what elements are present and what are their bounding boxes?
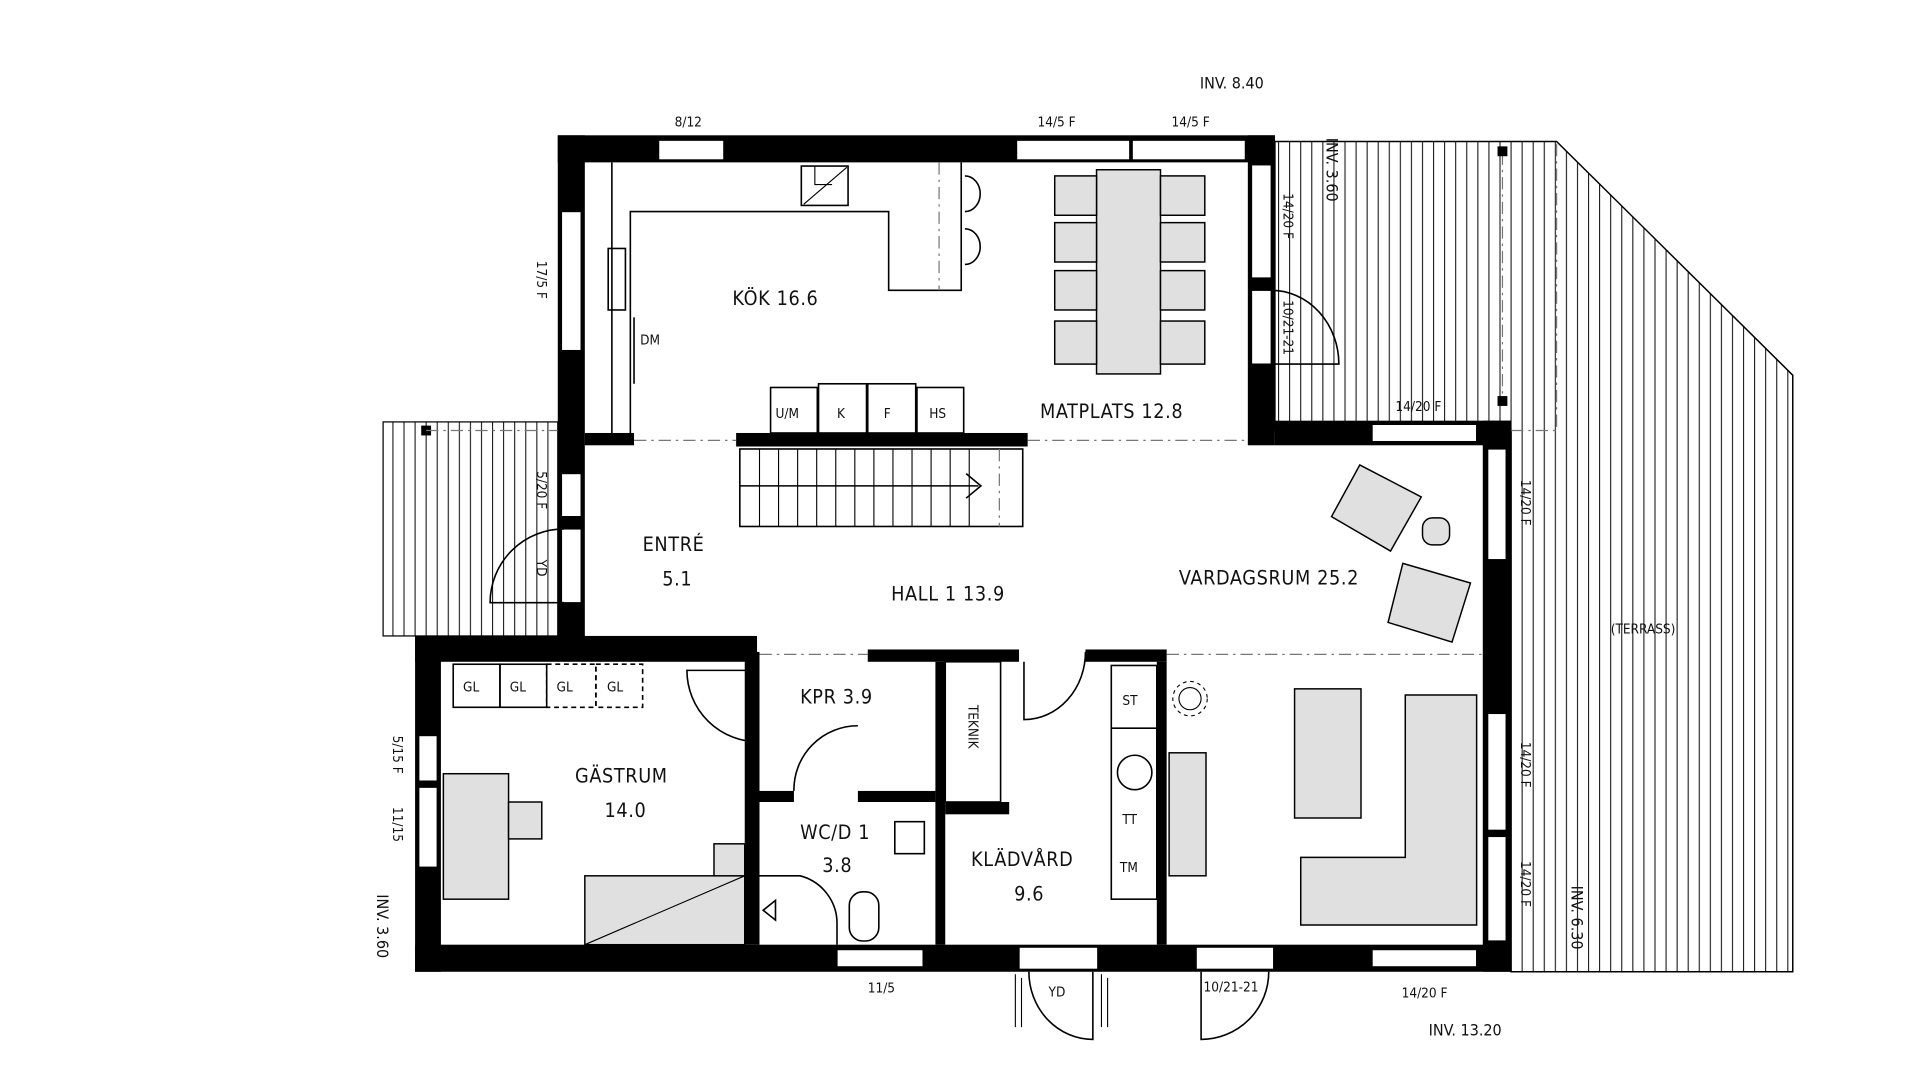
label-17-5: 17/5 F <box>533 261 549 299</box>
room-vardagsrum: VARDAGSRUM 25.2 <box>1179 566 1359 589</box>
appliance-tt: TT <box>1121 812 1137 828</box>
wardrobes <box>452 663 644 709</box>
label-5-15: 5/15 F <box>389 736 405 774</box>
room-wc-area: 3.8 <box>822 854 852 877</box>
dishwasher-label: DM <box>640 332 660 348</box>
inv-bottom: INV. 13.20 <box>1429 1021 1502 1040</box>
label-yd-left: YD <box>533 559 549 577</box>
opening-labels: 8/12 14/5 F 14/5 F 17/5 F 5/20 F YD 5/15… <box>389 115 1533 1002</box>
room-terrass: (TERRASS) <box>1611 621 1676 637</box>
label-8-12: 8/12 <box>675 115 702 131</box>
room-kpr: KPR 3.9 <box>800 686 873 709</box>
appliance-hs: HS <box>929 406 946 422</box>
teknik-closet <box>944 660 1002 803</box>
label-bottom-door: 10/21-21 <box>1204 979 1259 995</box>
label-yd-bottom: YD <box>1048 984 1066 1000</box>
room-hall: HALL 1 13.9 <box>891 582 1005 605</box>
appliance-f: F <box>884 406 891 422</box>
label-5-20: 5/20 F <box>533 471 549 509</box>
room-entre: ENTRÉ <box>643 533 705 556</box>
inv-top: INV. 8.40 <box>1200 74 1264 93</box>
inv-left: INV. 3.60 <box>373 894 392 958</box>
wardrobe-gl-1: GL <box>463 679 479 695</box>
wardrobe-gl-3: GL <box>557 679 573 695</box>
room-kok: KÖK 16.6 <box>732 287 818 310</box>
room-kladvard: KLÄDVÅRD <box>971 848 1073 871</box>
appliance-um: U/M <box>775 406 799 422</box>
inv-terrace-top: INV. 3.60 <box>1323 138 1342 202</box>
wardrobe-gl-2: GL <box>510 679 526 695</box>
dining-table <box>1053 169 1206 375</box>
kitchen-counter <box>607 162 982 433</box>
label-living-top: 14/20 F <box>1395 399 1441 415</box>
wardrobe-gl-4: GL <box>607 679 623 695</box>
wc-fixtures <box>761 820 926 942</box>
guestroom-furniture <box>442 772 746 946</box>
appliance-tm: TM <box>1119 860 1138 876</box>
appliance-st: ST <box>1122 693 1138 709</box>
label-14-5-a: 14/5 F <box>1037 115 1075 131</box>
room-gastrum-area: 14.0 <box>605 799 647 822</box>
label-kitchen-window: 14/20 F <box>1280 193 1296 239</box>
label-bottom-14-20: 14/20 F <box>1402 986 1448 1002</box>
label-11-5: 11/5 <box>868 981 895 997</box>
label-living-right-3: 14/20 F <box>1517 861 1533 907</box>
label-living-right-1: 14/20 F <box>1517 480 1533 526</box>
staircase[interactable] <box>739 448 1024 528</box>
teknik-label: TEKNIK <box>965 704 981 750</box>
room-labels: KÖK 16.6 MATPLATS 12.8 ENTRÉ 5.1 HALL 1 … <box>575 287 1675 905</box>
label-11-15: 11/15 <box>389 807 405 842</box>
terrace-right <box>1274 140 1794 973</box>
laundry-counter <box>1110 664 1158 900</box>
inv-right: INV. 6.30 <box>1567 886 1586 950</box>
room-entre-area: 5.1 <box>662 568 692 591</box>
room-gastrum: GÄSTRUM <box>575 764 668 787</box>
label-14-5-b: 14/5 F <box>1172 115 1210 131</box>
label-living-right-2: 14/20 F <box>1517 742 1533 788</box>
windows <box>418 139 1507 970</box>
door-swings <box>489 289 1340 1041</box>
room-kladvard-area: 9.6 <box>1014 882 1044 905</box>
room-wc: WC/D 1 <box>800 821 870 844</box>
level-labels: INV. 8.40 INV. 3.60 INV. 3.60 INV. 6.30 … <box>373 74 1586 1040</box>
appliance-k: K <box>837 406 846 422</box>
living-room-furniture <box>1168 463 1478 926</box>
room-matplats: MATPLATS 12.8 <box>1040 400 1183 423</box>
terrace-entrance <box>382 421 559 637</box>
appliance-row <box>769 382 965 434</box>
label-kitchen-door: 10/21-21 <box>1280 300 1296 355</box>
